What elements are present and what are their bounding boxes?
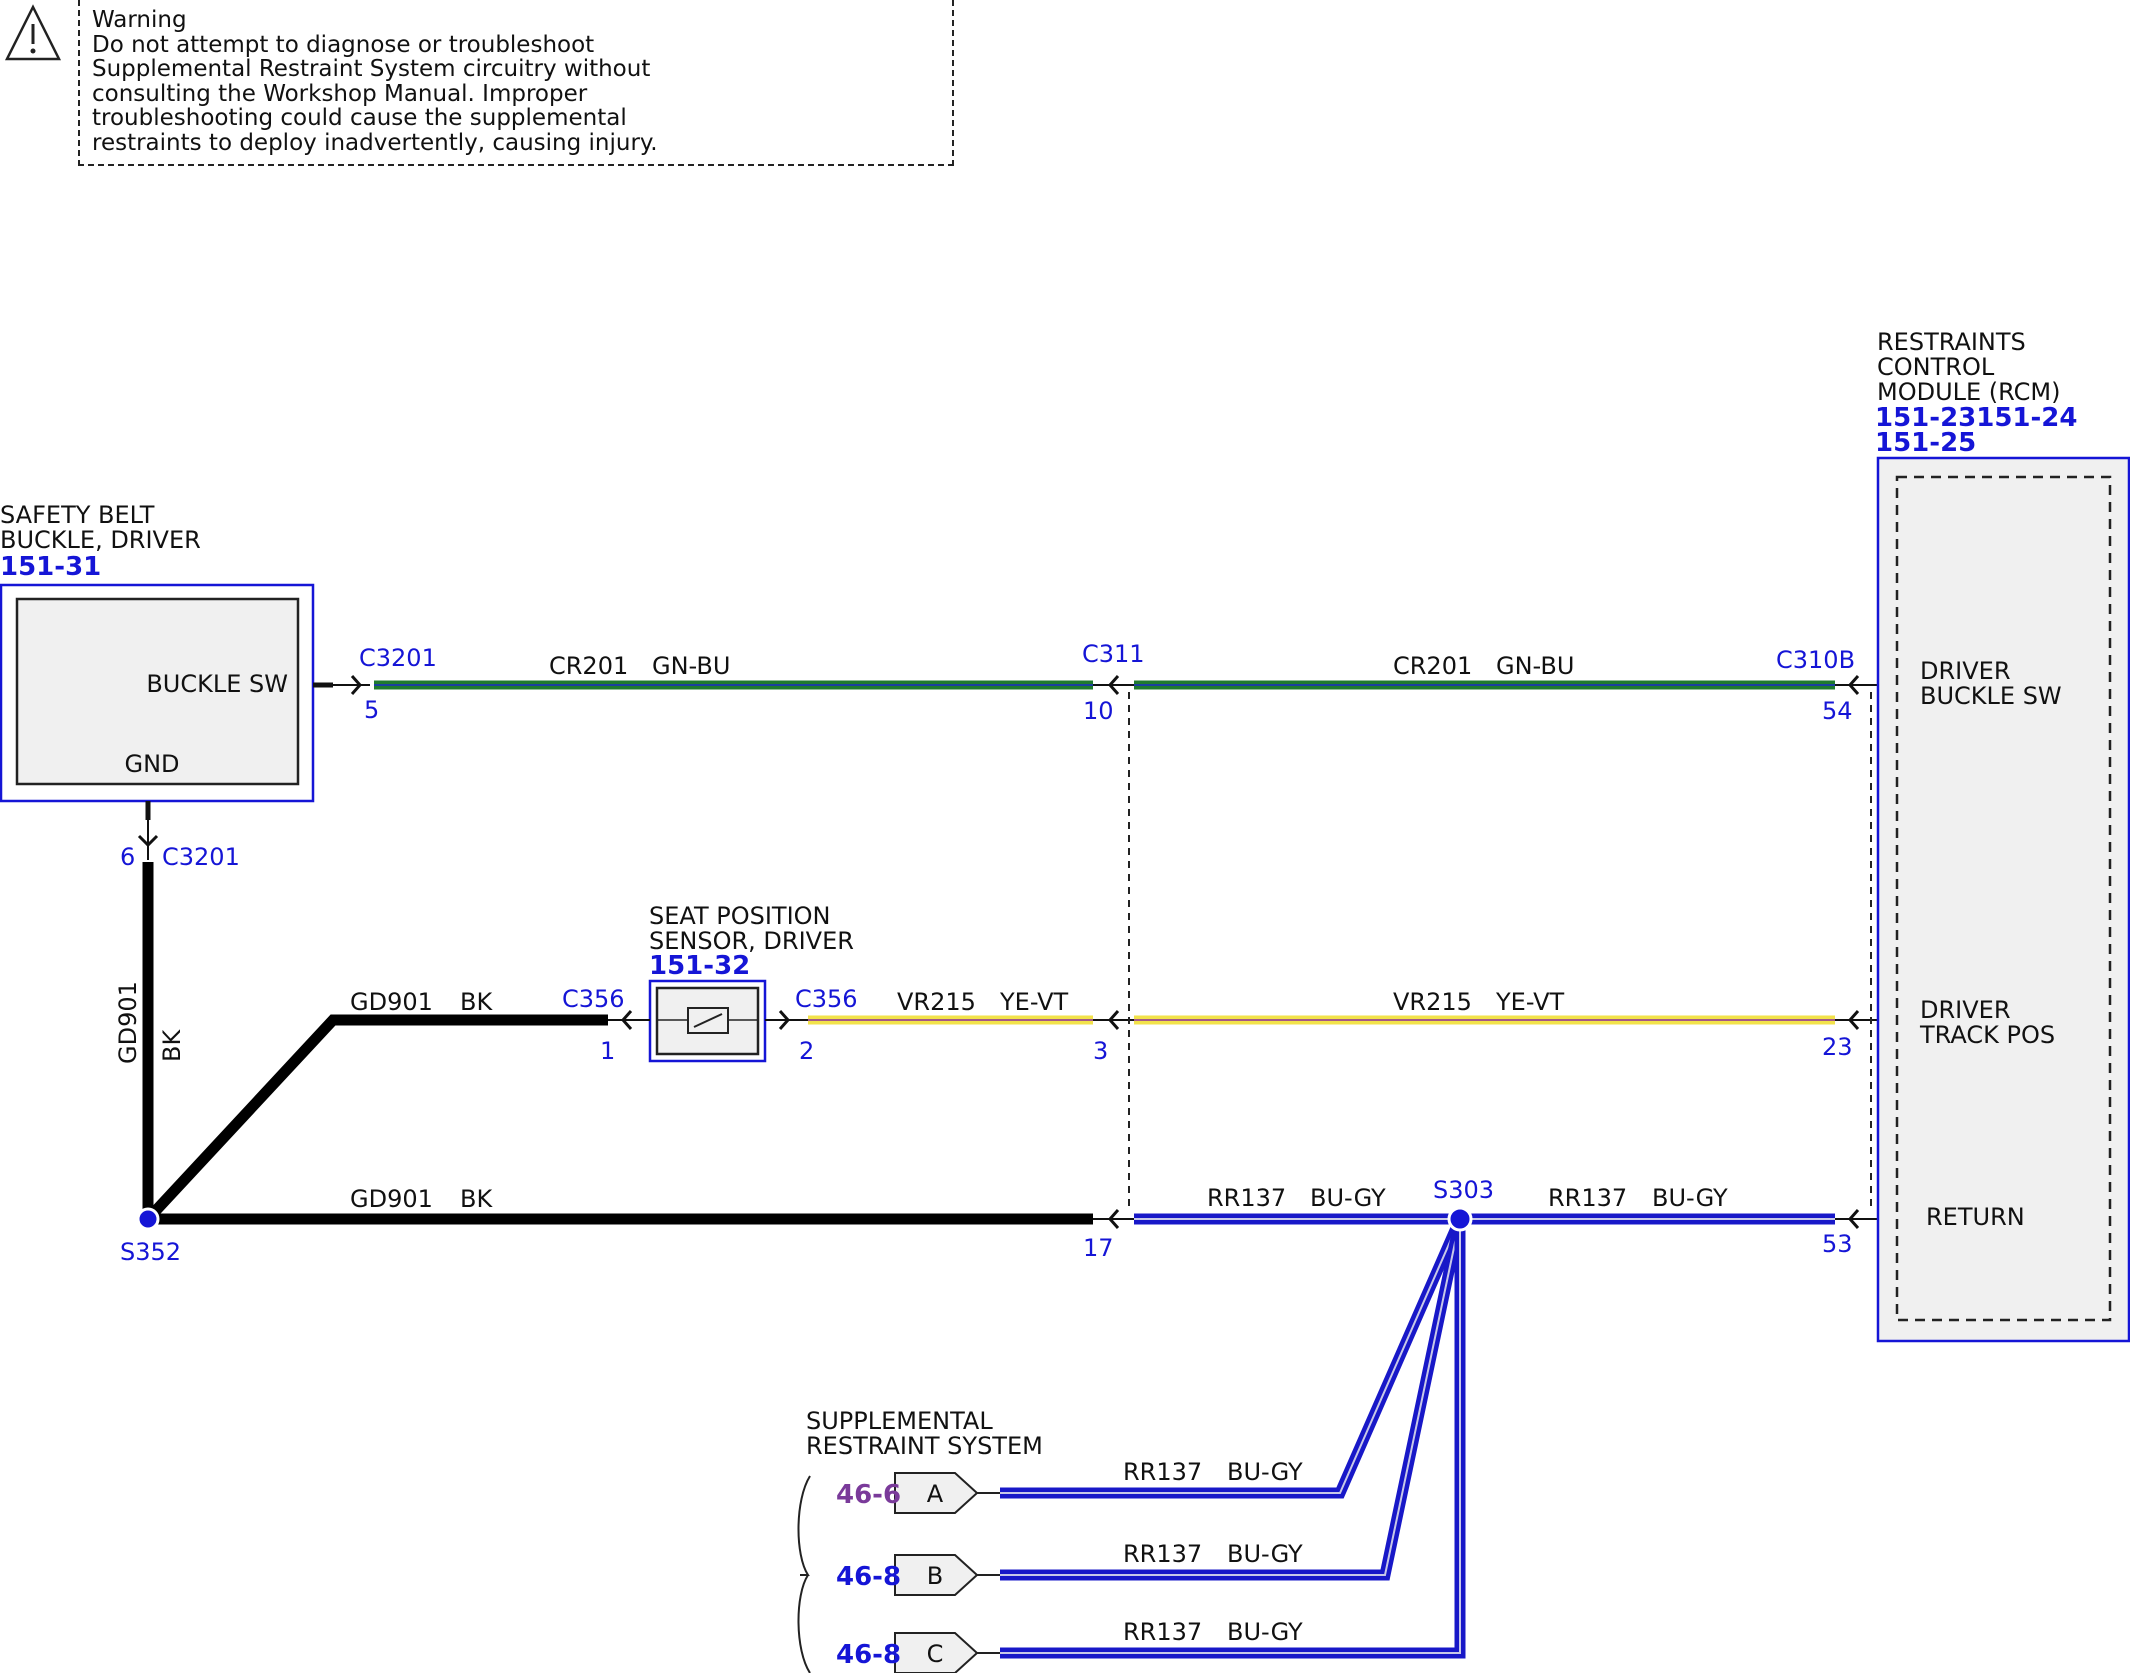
rcm-pin-track-pos-line1: DRIVER: [1920, 996, 2011, 1024]
srs-connector-a[interactable]: [894, 1472, 1000, 1514]
rr137-right-color: BU-GY: [1652, 1184, 1728, 1212]
gd901-lower-color: BK: [460, 1185, 493, 1213]
c310b-pin: 54: [1822, 697, 1853, 725]
splice-s303-label[interactable]: S303: [1433, 1176, 1494, 1204]
seat-sensor-name-line2: SENSOR, DRIVER: [649, 927, 854, 955]
splice-s352-dot[interactable]: [136, 1207, 160, 1231]
wire-rr137-branch-b[interactable]: [1000, 1217, 1466, 1581]
connector-arrow-icon: [778, 1010, 791, 1030]
c3201-bottom-pin: 6: [120, 843, 135, 871]
warning-line: troubleshooting could cause the suppleme…: [92, 105, 627, 132]
cr201-left-color: GN-BU: [652, 652, 730, 680]
warning-line: consulting the Workshop Manual. Improper: [92, 80, 588, 107]
cr201-right-color: GN-BU: [1496, 652, 1574, 680]
c311-pin: 10: [1083, 697, 1114, 725]
c311-pin: 17: [1083, 1234, 1114, 1262]
vr215-right-color: YE-VT: [1495, 988, 1564, 1016]
c356-left-label[interactable]: C356: [562, 985, 625, 1013]
connector-arrow-icon: [137, 834, 159, 848]
c311-label[interactable]: C311: [1082, 640, 1145, 668]
c310b-pin: 23: [1822, 1033, 1853, 1061]
rcm-pin-buckle-sw-line2: BUCKLE SW: [1920, 682, 2062, 710]
buckle-pin-gnd: GND: [124, 750, 179, 778]
rr137-c-circuit: RR137: [1123, 1618, 1202, 1646]
rr137-a-circuit: RR137: [1123, 1458, 1202, 1486]
srs-name-line2: RESTRAINT SYSTEM: [806, 1432, 1043, 1460]
c356-right-label[interactable]: C356: [795, 985, 858, 1013]
gd901-lower-circuit: GD901: [350, 1185, 433, 1213]
srs-connector-b-letter: B: [927, 1562, 943, 1590]
connector-arrow-icon: [350, 675, 363, 695]
buckle-name-line2: BUCKLE, DRIVER: [0, 526, 201, 554]
rr137-a-color: BU-GY: [1227, 1458, 1303, 1486]
c310b-label[interactable]: C310B: [1776, 646, 1855, 674]
srs-brace: [797, 1475, 811, 1673]
rcm-ref-line1[interactable]: 151-23151-24: [1875, 403, 2078, 433]
c311-pin: 3: [1093, 1037, 1108, 1065]
srs-connector-a-ref[interactable]: 46-6: [836, 1480, 901, 1510]
srs-name-line1: SUPPLEMENTAL: [806, 1407, 993, 1435]
rcm-pin-track-pos-line2: TRACK POS: [1919, 1021, 2055, 1049]
warning-line: restraints to deploy inadvertently, caus…: [92, 129, 658, 156]
rcm-name-line3: MODULE (RCM): [1877, 378, 2060, 406]
rcm-ref-line2[interactable]: 151-25: [1875, 428, 1976, 458]
rr137-b-circuit: RR137: [1123, 1540, 1202, 1568]
srs-connector-a-letter: A: [927, 1480, 944, 1508]
warning-line: Supplemental Restraint System circuitry …: [92, 56, 651, 83]
splice-s303-dot[interactable]: [1447, 1206, 1473, 1232]
buckle-ref[interactable]: 151-31: [0, 552, 101, 582]
rcm-pin-return: RETURN: [1926, 1203, 2025, 1231]
rr137-mid-circuit: RR137: [1207, 1184, 1286, 1212]
srs-connector-b-ref[interactable]: 46-8: [836, 1562, 901, 1592]
vr215-left-circuit: VR215: [897, 988, 976, 1016]
rr137-b-color: BU-GY: [1227, 1540, 1303, 1568]
rr137-mid-color: BU-GY: [1310, 1184, 1386, 1212]
seat-sensor-ref[interactable]: 151-32: [649, 951, 750, 981]
cr201-right-circuit: CR201: [1393, 652, 1472, 680]
c356-left-pin: 1: [600, 1037, 615, 1065]
c310b-pin: 53: [1822, 1230, 1853, 1258]
warning-line: Do not attempt to diagnose or troublesho…: [92, 31, 595, 58]
srs-connector-c[interactable]: [894, 1632, 1000, 1673]
buckle-name-line1: SAFETY BELT: [0, 501, 155, 529]
warning-box: Warning Do not attempt to diagnose or tr…: [78, 0, 954, 166]
srs-connector-c-letter: C: [927, 1640, 944, 1668]
rr137-c-color: BU-GY: [1227, 1618, 1303, 1646]
buckle-pin-buckle-sw: BUCKLE SW: [146, 670, 288, 698]
rcm-component-box: [1876, 456, 2130, 1343]
gd901-vertical-color: BK: [158, 1029, 186, 1062]
vr215-right-circuit: VR215: [1393, 988, 1472, 1016]
wire-rr137-branch-c[interactable]: [1000, 1219, 1466, 1659]
srs-connector-b[interactable]: [894, 1554, 1000, 1596]
seat-sensor-component-box: [648, 979, 767, 1063]
srs-connector-c-ref[interactable]: 46-8: [836, 1640, 901, 1670]
c3201-top-label[interactable]: C3201: [359, 644, 437, 672]
c3201-top-pin: 5: [364, 696, 379, 724]
warning-triangle-icon: [4, 4, 62, 61]
rcm-name-line1: RESTRAINTS: [1877, 328, 2026, 356]
gd901-vertical-circuit: GD901: [114, 981, 142, 1064]
warning-title: Warning: [92, 7, 187, 33]
buckle-component-box: [0, 583, 315, 803]
rcm-pin-buckle-sw-line1: DRIVER: [1920, 657, 2011, 685]
gd901-upper-circuit: GD901: [350, 988, 433, 1016]
seat-sensor-name-line1: SEAT POSITION: [649, 902, 831, 930]
c3201-bottom-label[interactable]: C3201: [162, 843, 240, 871]
c356-right-pin: 2: [799, 1037, 814, 1065]
vr215-left-color: YE-VT: [999, 988, 1068, 1016]
wire-rr137-branch-a[interactable]: [1000, 1216, 1466, 1499]
wire-gd901-upper[interactable]: [143, 1014, 608, 1223]
cr201-left-circuit: CR201: [549, 652, 628, 680]
rcm-name-line2: CONTROL: [1877, 353, 1995, 381]
rr137-right-circuit: RR137: [1548, 1184, 1627, 1212]
splice-s352-label[interactable]: S352: [120, 1238, 181, 1266]
gd901-upper-color: BK: [460, 988, 493, 1016]
